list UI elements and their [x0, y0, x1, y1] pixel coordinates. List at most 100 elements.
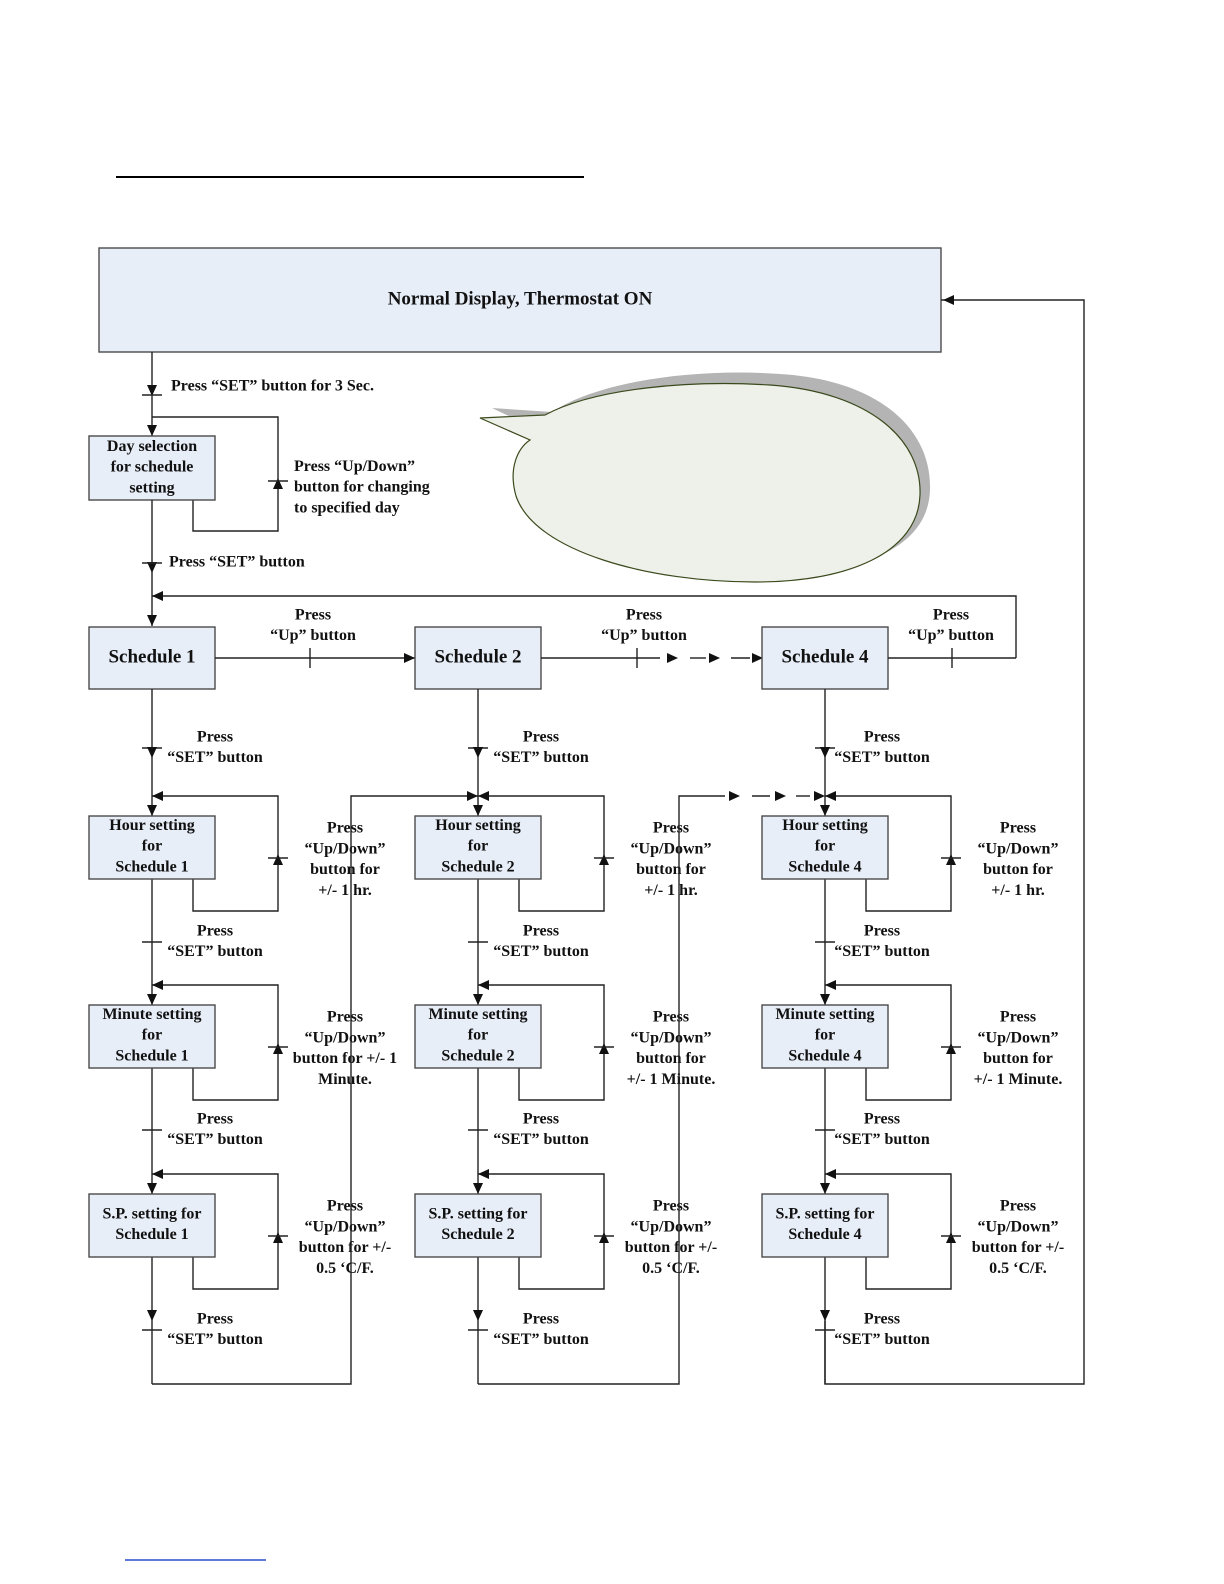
arrow-head [599, 1043, 609, 1054]
arrow-head [147, 747, 157, 758]
adjust-loop-line [825, 984, 952, 1101]
step-box [414, 1004, 542, 1069]
arrow-head [152, 980, 163, 990]
step-label: Hour setting [109, 817, 194, 834]
arrow-head [752, 653, 763, 663]
step-box [88, 1193, 216, 1258]
set-button-label: Press [197, 1110, 233, 1127]
schedule-cycle-line [152, 595, 1017, 658]
arrow-head [147, 562, 157, 573]
day-exit-label: Press “SET” button [169, 554, 305, 571]
day-updown-label: button for changing [294, 479, 430, 496]
arrow-head [478, 1169, 489, 1179]
arrow-head [946, 1043, 956, 1054]
adjust-label: “Up/Down” [631, 1218, 712, 1235]
set-button-label: Press [864, 1110, 900, 1127]
arrow-head [825, 1169, 836, 1179]
return-arrow [943, 295, 954, 305]
set-button-label: Press [523, 1310, 559, 1327]
arrow-head [147, 615, 157, 626]
adjust-label: +/- 1 hr. [318, 882, 371, 899]
arrow-head [404, 653, 415, 663]
arrow-head [820, 805, 830, 816]
up-button-label: “Up” button [601, 627, 687, 644]
adjust-label: button for [310, 861, 380, 878]
step-box [414, 1193, 542, 1258]
set-button-label: “SET” button [493, 749, 589, 766]
arrow-head [147, 1310, 157, 1321]
set-button-label: “SET” button [834, 943, 930, 960]
arrow-head [825, 791, 836, 801]
arrow-head [775, 791, 786, 801]
set-button-label: Press [523, 922, 559, 939]
adjust-loop-line [478, 795, 605, 912]
adjust-label: “Up/Down” [305, 840, 386, 857]
arrow-head [273, 1232, 283, 1243]
set-button-label: “SET” button [834, 1331, 930, 1348]
set-button-label: “SET” button [493, 943, 589, 960]
arrow-head [820, 1310, 830, 1321]
step-label: Minute setting [775, 1006, 874, 1023]
step-label: Hour setting [435, 817, 520, 834]
adjust-loop-line [152, 795, 279, 912]
adjust-label: +/- 1 hr. [644, 882, 697, 899]
adjust-label: button for +/- [299, 1239, 391, 1256]
adjust-label: Press [1000, 819, 1036, 836]
up-button-label: Press [626, 606, 662, 623]
set-button-label: Press [197, 1310, 233, 1327]
arrow-head [147, 385, 157, 396]
set-button-label: “SET” button [834, 1131, 930, 1148]
arrow-head [152, 791, 163, 801]
adjust-loop-line [152, 1173, 279, 1290]
adjust-label: Press [1000, 1008, 1036, 1025]
arrow-head [825, 980, 836, 990]
adjust-label: “Up/Down” [978, 1218, 1059, 1235]
arrow-head [478, 980, 489, 990]
arrow-head [152, 591, 163, 601]
set-button-label: Press [864, 922, 900, 939]
step-label: Schedule 1 [115, 1226, 188, 1243]
day-selection-label: setting [129, 479, 174, 496]
adjust-label: Press [653, 819, 689, 836]
arrow-head [467, 791, 478, 801]
step-box [761, 1193, 889, 1258]
enter-day-label: Press “SET” button for 3 Sec. [171, 378, 374, 395]
arrow-head [820, 994, 830, 1005]
set-button-label: “SET” button [493, 1331, 589, 1348]
step-label: Schedule 4 [788, 858, 861, 875]
step-label: S.P. setting for [429, 1205, 528, 1222]
adjust-label: 0.5 ‘C/F. [642, 1260, 700, 1277]
adjust-label: “Up/Down” [631, 840, 712, 857]
schedule-box-1 [88, 626, 216, 690]
adjust-label: button for +/- 1 [293, 1050, 397, 1067]
set-button-label: Press [197, 922, 233, 939]
title-box [98, 247, 942, 353]
adjust-label: “Up/Down” [305, 1029, 386, 1046]
day-loop-line [152, 416, 279, 532]
arrow-head [147, 1183, 157, 1194]
adjust-label: “Up/Down” [631, 1029, 712, 1046]
arrow-head [273, 1043, 283, 1054]
adjust-loop-line [478, 984, 605, 1101]
set-button-label: Press [523, 728, 559, 745]
adjust-label: Press [653, 1008, 689, 1025]
step-label: Minute setting [102, 1006, 201, 1023]
day-updown-label: to specified day [294, 499, 400, 516]
set-button-label: “SET” button [167, 1131, 263, 1148]
arrow-head [820, 1183, 830, 1194]
up-button-label: “Up” button [270, 627, 356, 644]
arrow-head [946, 854, 956, 865]
arrow-head [152, 1169, 163, 1179]
arrow-head [473, 1310, 483, 1321]
step-label: Minute setting [428, 1006, 527, 1023]
step-label: for [142, 838, 162, 855]
adjust-label: “Up/Down” [305, 1218, 386, 1235]
adjust-loop-line [825, 1173, 952, 1290]
adjust-label: Press [653, 1197, 689, 1214]
up-button-label: “Up” button [908, 627, 994, 644]
title-label: Normal Display, Thermostat ON [388, 288, 653, 309]
set-button-label: “SET” button [167, 1331, 263, 1348]
arrow-head [820, 747, 830, 758]
step-box [761, 1004, 889, 1069]
